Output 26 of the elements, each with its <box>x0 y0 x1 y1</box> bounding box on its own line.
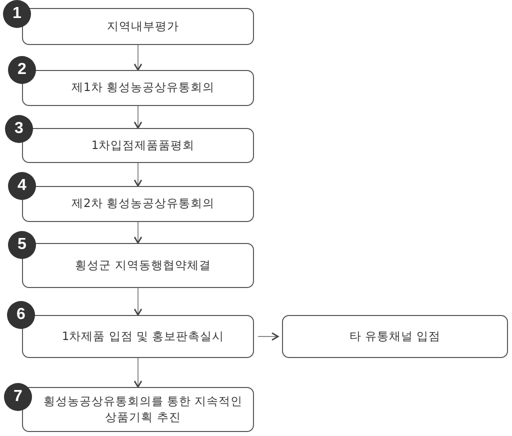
arrow <box>134 44 142 71</box>
step-text: 제2차 횡성농공상유통회의 <box>72 196 214 212</box>
step-text: 타 유통채널 입점 <box>349 328 441 344</box>
arrow <box>134 358 142 388</box>
step-box <box>22 387 254 432</box>
step-text: 1차입점제품품평회 <box>91 138 195 154</box>
step-text: 제1차 횡성농공상유통회의 <box>72 80 214 96</box>
step-box <box>22 8 254 45</box>
arrow <box>134 288 142 316</box>
step-text: 횡성농공상유통회의를 통한 지속적인 상품기획 추진 <box>43 394 243 426</box>
arrow <box>134 106 142 129</box>
arrow <box>258 332 279 341</box>
step-number-badge: 6 <box>7 301 35 329</box>
arrow <box>134 222 142 244</box>
step-number-badge: 7 <box>4 383 32 411</box>
step-box <box>282 315 508 358</box>
step-number-badge: 4 <box>8 172 36 200</box>
step-number-badge: 1 <box>3 0 31 28</box>
arrow <box>134 162 142 187</box>
step-text: 지역내부평가 <box>107 18 179 34</box>
step-text: 1차제품 입점 및 홍보판촉실시 <box>62 328 224 344</box>
step-number-badge: 2 <box>8 56 36 84</box>
step-number-badge: 3 <box>5 115 33 143</box>
step-box <box>22 128 254 163</box>
step-text: 횡성군 지역동행협약체결 <box>75 258 211 274</box>
step-number-badge: 5 <box>8 231 36 259</box>
